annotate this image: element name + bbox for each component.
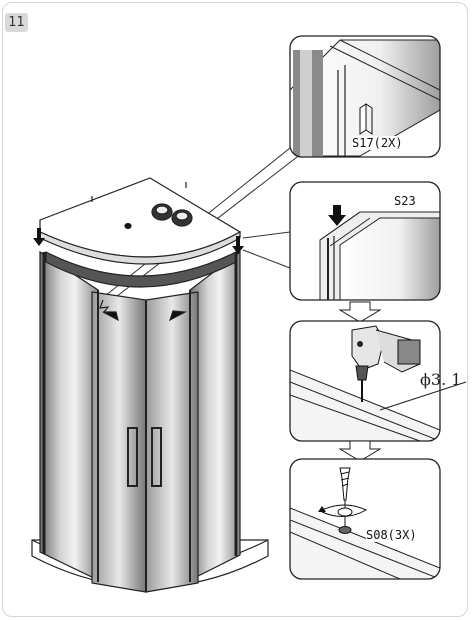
shower-enclosure bbox=[31, 177, 269, 593]
drill-diameter-label: ϕ3. 1 bbox=[420, 370, 462, 389]
detail-frame-2 bbox=[289, 181, 441, 301]
detail-view-drill bbox=[290, 321, 440, 441]
step-arrow-icon bbox=[338, 440, 382, 462]
detail-view-s23 bbox=[290, 182, 440, 300]
part-label-s17: S17(2X) bbox=[352, 136, 403, 150]
detail-view-s08 bbox=[290, 459, 440, 579]
detail-frame-4 bbox=[289, 458, 441, 580]
step-number-badge: 11 bbox=[5, 13, 28, 32]
diameter-leader bbox=[379, 381, 467, 411]
step-arrow-icon bbox=[338, 301, 382, 323]
down-arrow-icon bbox=[33, 228, 244, 254]
part-label-s08: S08(3X) bbox=[366, 528, 417, 542]
detail-frame-1 bbox=[289, 35, 441, 158]
part-label-s23: S23 bbox=[394, 194, 416, 208]
page-frame bbox=[2, 2, 468, 617]
